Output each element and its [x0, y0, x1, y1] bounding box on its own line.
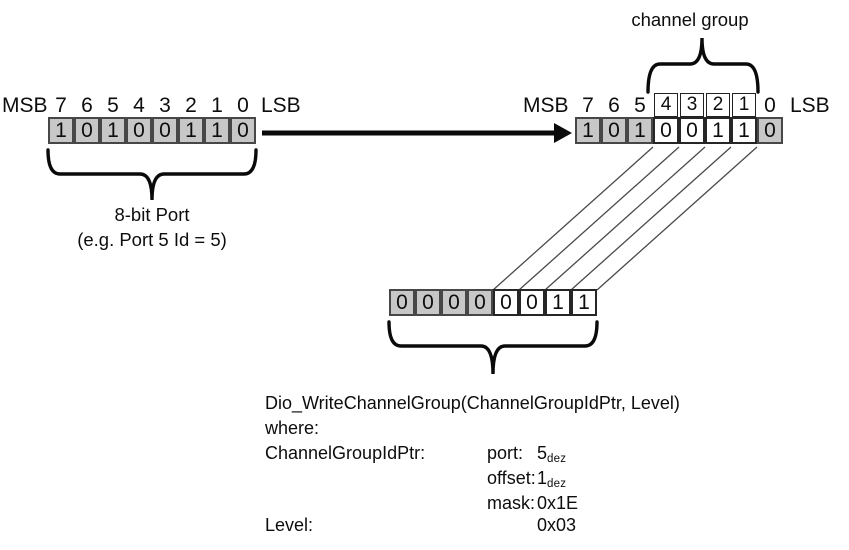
port-brace — [46, 148, 258, 201]
param-value-2: 0x1E — [537, 493, 579, 513]
result-register-bit-cell-5: 0 — [441, 289, 467, 316]
right-register-bit-index-0: 0 — [764, 94, 776, 117]
right-register-boxed-bit-index-4: 4 — [654, 93, 678, 117]
result-register-bit-cell-0: 1 — [571, 289, 597, 316]
result-register-bit-cell-1: 1 — [545, 289, 571, 316]
result-brace — [387, 320, 599, 375]
left-register-bit-cell-2: 1 — [178, 117, 204, 144]
right-register-boxed-bit-index-2: 2 — [706, 93, 730, 117]
left-register-bit-cell-1: 1 — [204, 117, 230, 144]
param-key-1: offset: — [487, 468, 536, 488]
right-register-bit-cell-0: 0 — [757, 117, 783, 144]
result-register-bit-cell-2: 0 — [519, 289, 545, 316]
param-value-subscript-1: dez — [547, 478, 567, 490]
right-register-boxed-bit-index-3: 3 — [680, 93, 704, 117]
bit-mapping-lines — [492, 146, 758, 291]
right-register-lsb-label: LSB — [790, 94, 830, 117]
left-register-bit-index-1: 1 — [211, 94, 223, 117]
result-register-bit-cell-6: 0 — [415, 289, 441, 316]
right-register-bit-cell-1: 1 — [731, 117, 757, 144]
param-key-0: port: — [487, 443, 524, 463]
param-name-0: ChannelGroupIdPtr: — [265, 443, 426, 463]
right-register-bit-cell-7: 1 — [575, 117, 601, 144]
right-register-bit-cell-6: 0 — [601, 117, 627, 144]
port-caption-line2: (e.g. Port 5 Id = 5) — [77, 229, 227, 250]
left-register-bit-index-2: 2 — [185, 94, 197, 117]
left-register-bit-cell-4: 0 — [126, 117, 152, 144]
left-register-bit-cell-6: 0 — [74, 117, 100, 144]
param-value-3: 0x03 — [537, 515, 577, 535]
left-register-bit-index-7: 7 — [55, 94, 67, 117]
right-register-bit-cell-3: 0 — [679, 117, 705, 144]
left-register-bit-cell-3: 0 — [152, 117, 178, 144]
function-signature: Dio_WriteChannelGroup(ChannelGroupIdPtr,… — [265, 393, 680, 413]
param-name-3: Level: — [265, 515, 314, 535]
left-register-bit-index-4: 4 — [133, 94, 145, 117]
param-key-2: mask: — [487, 493, 536, 513]
left-register-msb-label: MSB — [2, 94, 48, 117]
left-register-lsb-label: LSB — [261, 94, 301, 117]
right-register-bit-cell-2: 1 — [705, 117, 731, 144]
left-register-bit-index-3: 3 — [159, 94, 171, 117]
param-value-0: 5dez — [537, 443, 567, 465]
right-register-bit-cell-5: 1 — [627, 117, 653, 144]
right-register-bit-index-6: 6 — [608, 94, 620, 117]
left-register-bit-cell-7: 1 — [48, 117, 74, 144]
left-register-bit-index-5: 5 — [107, 94, 119, 117]
left-register-bit-cell-0: 0 — [230, 117, 256, 144]
channel-group-brace — [646, 37, 760, 94]
result-register-bit-cell-7: 0 — [389, 289, 415, 316]
result-register-bit-cell-4: 0 — [467, 289, 493, 316]
right-register-bit-index-7: 7 — [582, 94, 594, 117]
left-register-bit-index-0: 0 — [237, 94, 249, 117]
result-register-bit-cell-3: 0 — [493, 289, 519, 316]
transform-arrow-icon — [262, 123, 572, 143]
left-register-bit-index-6: 6 — [81, 94, 93, 117]
port-caption-line1: 8-bit Port — [114, 204, 190, 225]
right-register-bit-index-5: 5 — [634, 94, 646, 117]
channel-group-label: channel group — [631, 9, 749, 30]
where-label: where: — [265, 418, 320, 438]
param-value-subscript-0: dez — [547, 453, 567, 465]
right-register-bit-cell-4: 0 — [653, 117, 679, 144]
left-register-bit-cell-5: 1 — [100, 117, 126, 144]
right-register-boxed-bit-index-1: 1 — [732, 93, 756, 117]
right-register-msb-label: MSB — [523, 94, 569, 117]
param-value-1: 1dez — [537, 468, 567, 490]
